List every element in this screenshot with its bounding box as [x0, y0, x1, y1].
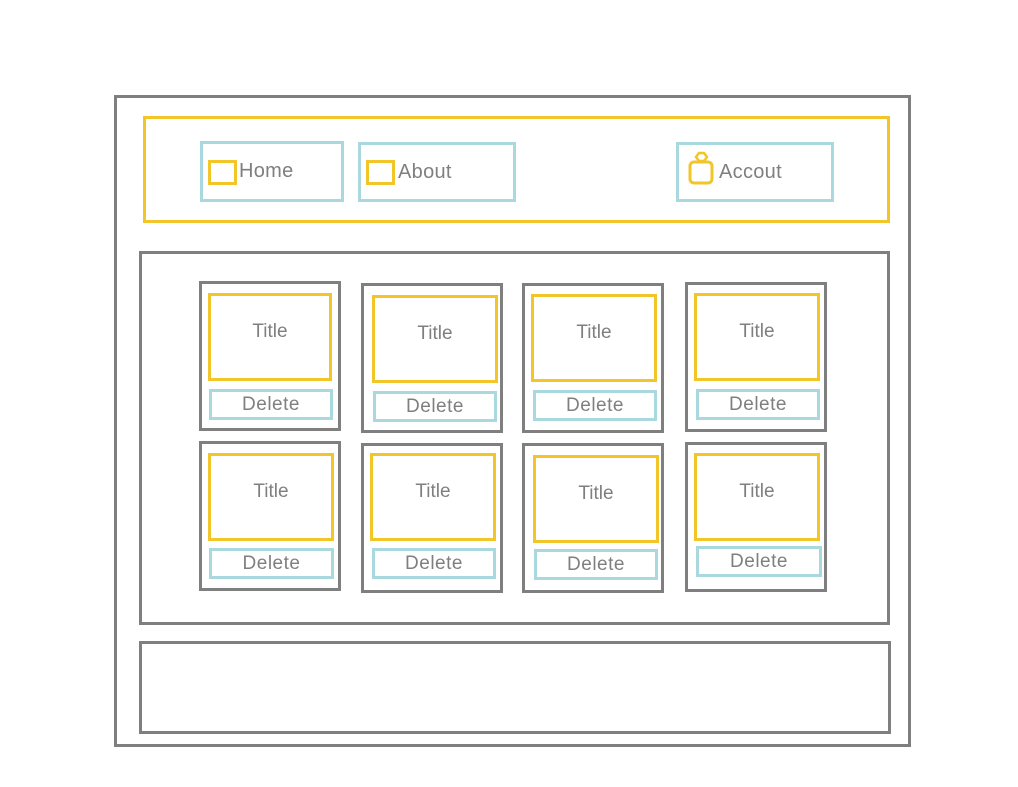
card-title-box: Title	[208, 293, 332, 381]
delete-button[interactable]: Delete	[696, 546, 822, 577]
nav-about-button[interactable]: About	[358, 142, 516, 202]
card: Title Delete	[199, 281, 341, 431]
delete-button[interactable]: Delete	[373, 391, 497, 422]
user-icon	[688, 151, 714, 185]
card-title-box: Title	[694, 293, 820, 381]
card: Title Delete	[361, 283, 503, 433]
card-title-box: Title	[531, 294, 657, 382]
page-frame	[114, 95, 911, 747]
card: Title Delete	[685, 282, 827, 432]
card-title: Title	[253, 481, 289, 502]
square-icon	[366, 160, 395, 185]
card-title-box: Title	[372, 295, 498, 383]
card: Title Delete	[199, 441, 341, 591]
card-title-box: Title	[370, 453, 496, 541]
nav-home-label: Home	[239, 160, 294, 182]
card-title-box: Title	[533, 455, 659, 543]
delete-button[interactable]: Delete	[534, 549, 658, 580]
card: Title Delete	[522, 283, 664, 433]
square-icon	[208, 160, 237, 185]
nav-account-label: Accout	[719, 161, 782, 183]
card-title: Title	[417, 323, 453, 344]
nav-about-label: About	[398, 161, 452, 183]
card-title: Title	[739, 321, 775, 342]
card-title: Title	[578, 483, 614, 504]
delete-button[interactable]: Delete	[696, 389, 820, 420]
card: Title Delete	[361, 443, 503, 593]
navbar	[143, 116, 890, 223]
card-title: Title	[576, 322, 612, 343]
card-title-box: Title	[694, 453, 820, 541]
card: Title Delete	[522, 443, 664, 593]
card-title: Title	[739, 481, 775, 502]
card-title: Title	[252, 321, 288, 342]
content-area	[139, 251, 890, 625]
card-title-box: Title	[208, 453, 334, 541]
delete-button[interactable]: Delete	[372, 548, 496, 579]
footer	[139, 641, 891, 734]
card: Title Delete	[685, 442, 827, 592]
delete-button[interactable]: Delete	[209, 389, 333, 420]
nav-account-button[interactable]: Accout	[676, 142, 834, 202]
delete-button[interactable]: Delete	[209, 548, 334, 579]
card-title: Title	[415, 481, 451, 502]
nav-home-button[interactable]: Home	[200, 141, 344, 202]
delete-button[interactable]: Delete	[533, 390, 657, 421]
